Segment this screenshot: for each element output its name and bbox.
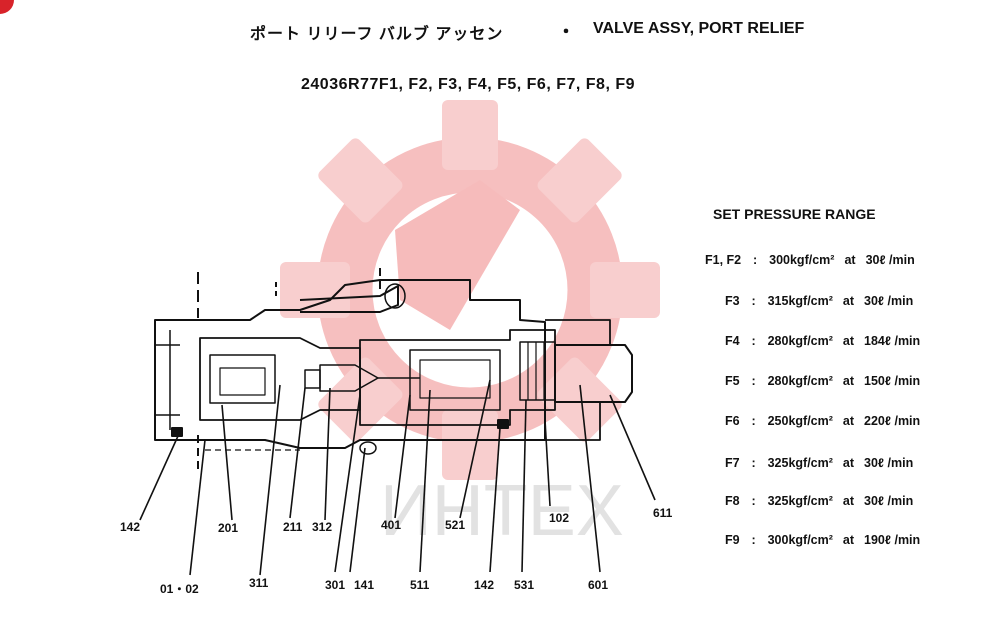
spec-flow: 30ℓ /min: [864, 456, 914, 470]
spec-colon: :: [751, 456, 756, 470]
callout-142-b: 142: [474, 578, 495, 592]
part-number: 24036R77F1, F2, F3, F4, F5, F6, F7, F8, …: [301, 76, 636, 93]
spec-code: F5: [725, 374, 740, 388]
spec-pressure: 325kgf/cm²: [767, 494, 833, 508]
spec-pressure: 280kgf/cm²: [767, 334, 833, 348]
spec-code: F7: [725, 456, 740, 470]
callout-142: 142: [120, 520, 141, 534]
spec-colon: :: [751, 334, 756, 348]
set-pressure-range-heading: SET PRESSURE RANGE: [713, 206, 876, 222]
spec-row: F4:280kgf/cm² at 184ℓ /min: [725, 334, 920, 348]
spec-pressure: 300kgf/cm²: [769, 253, 835, 267]
spec-colon: :: [751, 414, 756, 428]
spec-row: F9:300kgf/cm² at 190ℓ /min: [725, 533, 920, 547]
callout-511: 511: [410, 578, 430, 592]
callout-211: 211: [283, 520, 303, 534]
spec-at: at: [842, 414, 855, 428]
callout-102: 102: [549, 511, 570, 525]
spec-flow: 30ℓ /min: [864, 494, 914, 508]
spec-colon: :: [751, 494, 756, 508]
spec-code: F9: [725, 533, 740, 547]
watermark-text: ИНТЕХ: [380, 471, 624, 551]
spec-pressure: 315kgf/cm²: [767, 294, 833, 308]
spec-flow: 190ℓ /min: [864, 533, 921, 547]
spec-colon: :: [751, 533, 756, 547]
callout-401: 401: [381, 518, 402, 532]
spec-flow: 150ℓ /min: [864, 374, 921, 388]
spec-at: at: [842, 294, 855, 308]
callout-301: 301: [325, 578, 346, 592]
callout-601: 601: [588, 578, 609, 592]
callout-311: 311: [249, 576, 269, 590]
spec-code: F6: [725, 414, 740, 428]
title-english: VALVE ASSY, PORT RELIEF: [593, 20, 805, 37]
spec-row: F1, F2:300kgf/cm² at 30ℓ /min: [705, 253, 915, 267]
title-japanese: ポート リリーフ バルブ アッセン: [250, 26, 504, 43]
callout-01-02: 01・02: [160, 582, 199, 596]
callout-312: 312: [312, 520, 333, 534]
spec-code: F8: [725, 494, 740, 508]
callout-521: 521: [445, 518, 466, 532]
spec-row: F6:250kgf/cm² at 220ℓ /min: [725, 414, 920, 428]
spec-at: at: [842, 533, 855, 547]
spec-code: F3: [725, 294, 740, 308]
spec-pressure: 325kgf/cm²: [767, 456, 833, 470]
callout-141: 141: [354, 578, 375, 592]
spec-row: F7:325kgf/cm² at 30ℓ /min: [725, 456, 913, 470]
spec-at: at: [842, 456, 855, 470]
spec-colon: :: [751, 294, 756, 308]
spec-at: at: [842, 494, 855, 508]
spec-flow: 220ℓ /min: [864, 414, 921, 428]
callout-611: 611: [653, 506, 673, 520]
spec-at: at: [842, 334, 855, 348]
spec-pressure: 300kgf/cm²: [767, 533, 833, 547]
callout-201: 201: [218, 521, 239, 535]
spec-row: F5:280kgf/cm² at 150ℓ /min: [725, 374, 920, 388]
spec-row: F8:325kgf/cm² at 30ℓ /min: [725, 494, 913, 508]
spec-flow: 30ℓ /min: [865, 253, 915, 267]
spec-code: F1, F2: [705, 253, 742, 267]
spec-colon: :: [751, 374, 756, 388]
gear-watermark-icon: [280, 100, 660, 480]
title-separator: ・: [557, 22, 575, 42]
spec-row: F3:315kgf/cm² at 30ℓ /min: [725, 294, 913, 308]
spec-colon: :: [753, 253, 758, 267]
callout-531: 531: [514, 578, 535, 592]
spec-pressure: 250kgf/cm²: [767, 414, 833, 428]
spec-at: at: [842, 374, 855, 388]
spec-code: F4: [725, 334, 740, 348]
spec-at: at: [844, 253, 856, 267]
spec-flow: 184ℓ /min: [864, 334, 921, 348]
spec-pressure: 280kgf/cm²: [767, 374, 833, 388]
spec-flow: 30ℓ /min: [864, 294, 914, 308]
